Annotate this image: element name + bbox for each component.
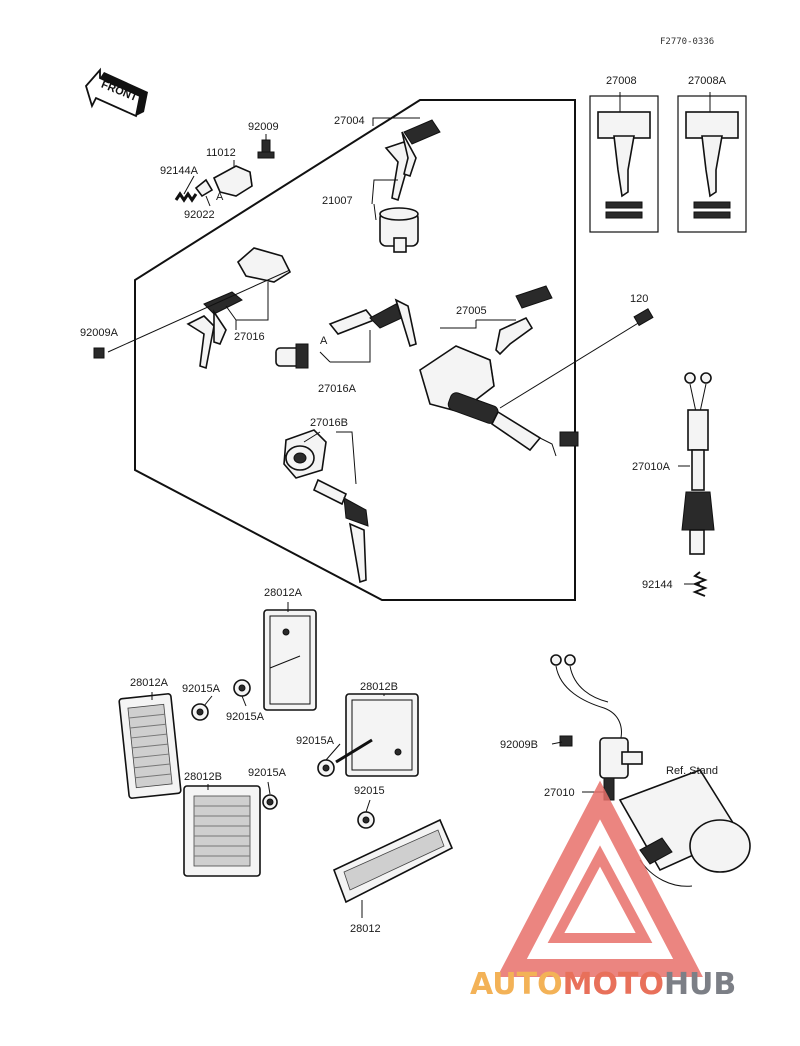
lock-assembly-27016B [283, 429, 369, 584]
callout-92015: 92015 [354, 785, 385, 797]
callout-92015A-3: 92015A [296, 735, 335, 747]
cap-11012 [212, 165, 253, 197]
nut-92015 [357, 811, 375, 829]
diagram-code: F2770-0336 [660, 37, 714, 47]
reflector-28012A-top [263, 609, 317, 711]
lock-assembly-27016A [275, 298, 417, 369]
callout-28012: 28012 [350, 923, 381, 935]
callout-92022: 92022 [184, 209, 215, 221]
callout-28012A-top: 28012A [264, 587, 303, 599]
callout-28012B-right: 28012B [360, 681, 398, 693]
callout-27016: 27016 [234, 331, 265, 343]
nut-92015A-1 [191, 703, 209, 721]
watermark-text: AUTOMOTOHUB [470, 967, 736, 1002]
callout-120: 120 [630, 293, 648, 305]
callout-92009A: 92009A [80, 327, 119, 339]
callout-27005: 27005 [456, 305, 487, 317]
callout-27016B: 27016B [310, 417, 348, 429]
callout-92009: 92009 [248, 121, 279, 133]
key-blank-card-27008A [677, 95, 747, 233]
callout-92015A-2: 92015A [226, 711, 265, 723]
nut-92015A-2 [233, 679, 251, 697]
callout-28012A-left: 28012A [130, 677, 169, 689]
lead-92009A [107, 269, 291, 353]
reflector-28012 [332, 818, 454, 904]
washer-92022 [194, 178, 214, 198]
callout-labels: 92009 11012 92144A A 92022 27004 21007 2… [80, 75, 727, 935]
brake-switch-27010A [681, 372, 715, 555]
watermark-triangle-logo [497, 780, 703, 977]
lock-assembly-27016 [186, 247, 292, 370]
callout-92015A-4: 92015A [248, 767, 287, 779]
front-direction-arrow: FRONT [84, 67, 148, 118]
reflector-28012B-left [183, 785, 261, 877]
callout-92009B: 92009B [500, 739, 538, 751]
ignition-switch-27005 [419, 285, 579, 457]
callout-92144A: 92144A [160, 165, 199, 177]
reflector-28012B-right [345, 693, 419, 777]
lock-cylinder-21007 [379, 207, 419, 253]
callout-27010: 27010 [544, 787, 575, 799]
key-blank-card-27008 [589, 95, 659, 233]
callout-27008A: 27008A [688, 75, 727, 87]
automotohub-watermark: AUTOMOTOHUB [470, 780, 736, 1002]
callout-27010A: 27010A [632, 461, 671, 473]
ref-stand-label: Ref. Stand [666, 765, 718, 777]
callout-27008: 27008 [606, 75, 637, 87]
spring-92144A [174, 191, 198, 203]
callout-27016A: 27016A [318, 383, 357, 395]
callout-A-small: A [216, 191, 224, 203]
top-left-small-parts [174, 139, 275, 203]
stand-switch-assembly: Ref. Stand [550, 654, 751, 887]
callout-A-mid: A [320, 335, 328, 347]
key-set-27004 [384, 119, 441, 202]
callout-92015A-1: 92015A [182, 683, 221, 695]
lead-120 [499, 321, 641, 409]
screw-92009 [257, 139, 275, 159]
bolt-92009A [93, 347, 105, 359]
callout-27004: 27004 [334, 115, 365, 127]
nut-92015A-4 [262, 794, 278, 810]
ignition-kit-outline [134, 99, 576, 601]
reflector-28012A-left [118, 693, 182, 799]
callout-92144: 92144 [642, 579, 673, 591]
callout-21007: 21007 [322, 195, 353, 207]
callout-11012: 11012 [206, 147, 236, 159]
screw-120 [633, 308, 654, 327]
callout-28012B-left: 28012B [184, 771, 222, 783]
